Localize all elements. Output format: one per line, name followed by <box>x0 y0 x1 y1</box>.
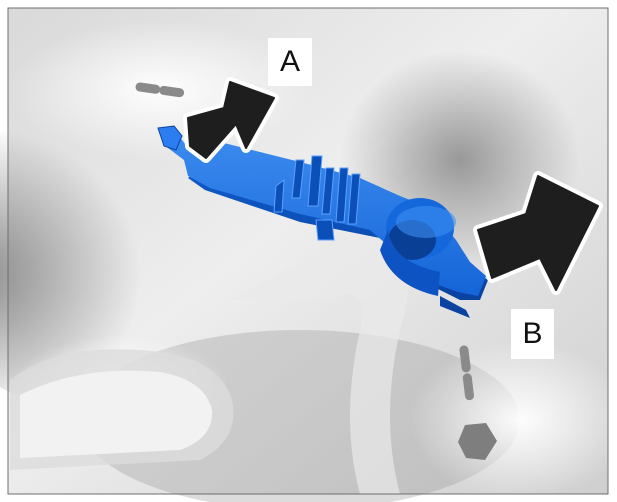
callout-label-b: B <box>511 309 554 359</box>
arrow-b-icon <box>473 171 603 295</box>
centerline-mark-top-left <box>135 82 187 98</box>
background-surface <box>0 8 617 502</box>
blue-clip-part <box>157 125 488 318</box>
callout-label-a: A <box>268 38 312 86</box>
centerline-mark-bottom <box>458 345 497 460</box>
arrow-a-icon <box>183 77 279 163</box>
image-frame <box>7 7 609 495</box>
